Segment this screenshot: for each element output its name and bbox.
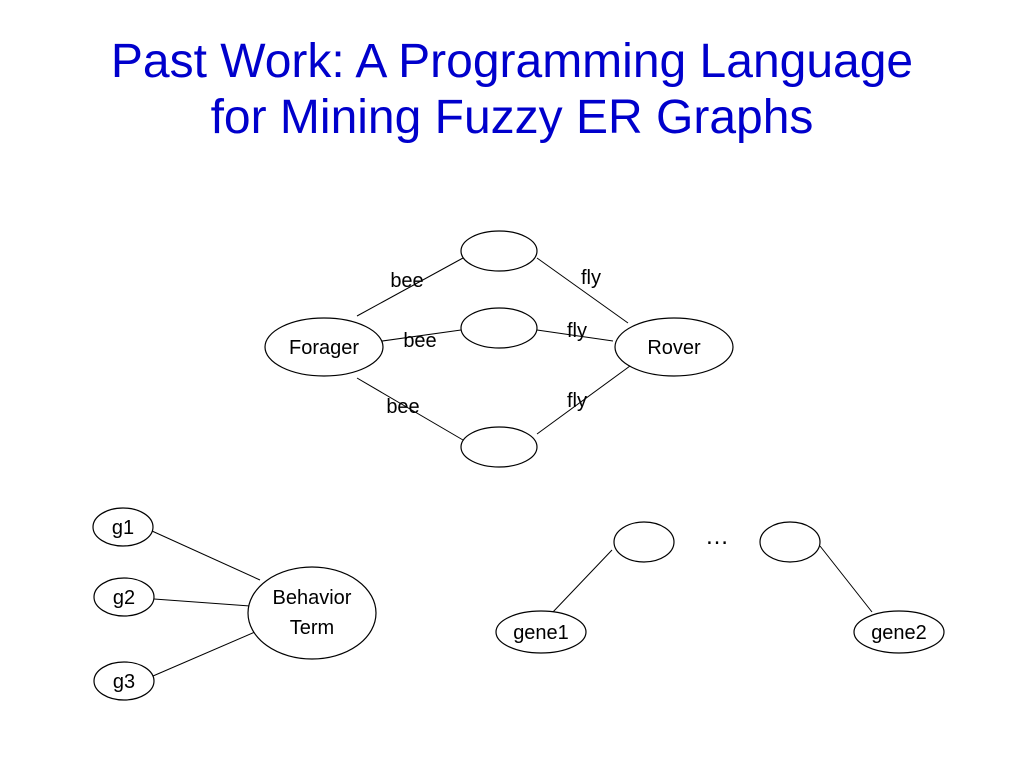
node-g1	[92, 507, 154, 547]
node-rover	[614, 317, 734, 377]
node-behavior-term-label-line2: Term	[290, 617, 334, 639]
title-line-1: Past Work: A Programming Language	[110, 35, 914, 88]
ellipsis-label: …	[705, 523, 729, 550]
edge-g3-behavior	[152, 631, 256, 677]
edge-bottom-rover	[536, 365, 631, 435]
node-top-empty	[460, 230, 538, 272]
node-behavior-term	[247, 566, 377, 660]
slide-title: Past Work: A Programming Language for Mi…	[0, 34, 1024, 146]
edge-g1-behavior	[151, 530, 261, 581]
edge-top-rover	[536, 257, 629, 324]
forager-rover-graph: Forager Rover bee bee bee fly fly fly	[264, 230, 734, 468]
node-g2-label: g2	[113, 587, 135, 609]
edge-label-fly-bottom: fly	[567, 390, 587, 412]
edge-gene1-left	[551, 549, 613, 614]
node-gene1	[495, 610, 587, 654]
edge-label-bee-bottom: bee	[386, 396, 419, 418]
edge-label-bee-mid: bee	[403, 330, 436, 352]
node-rover-label: Rover	[647, 337, 701, 359]
node-gene1-label: gene1	[513, 622, 569, 644]
edge-label-fly-top: fly	[581, 267, 601, 289]
edge-forager-mid	[367, 329, 462, 344]
behavior-term-graph: g1 g2 g3 Behavior Term	[92, 507, 377, 701]
title-line-2: for Mining Fuzzy ER Graphs	[210, 91, 814, 144]
edge-g2-behavior	[153, 598, 251, 607]
node-left-empty	[613, 521, 675, 563]
node-gene2-label: gene2	[871, 622, 927, 644]
edge-label-fly-mid: fly	[567, 320, 587, 342]
node-gene2	[853, 610, 945, 654]
node-mid-empty	[460, 307, 538, 349]
edge-mid-rover	[536, 329, 614, 342]
node-right-empty	[759, 521, 821, 563]
node-g3	[93, 661, 155, 701]
node-forager-label: Forager	[289, 337, 359, 359]
edge-label-bee-top: bee	[390, 270, 423, 292]
node-g2	[93, 577, 155, 617]
node-bottom-empty	[460, 426, 538, 468]
gene-path-graph: … gene1 gene2	[495, 521, 945, 654]
node-forager	[264, 317, 384, 377]
node-g3-label: g3	[113, 671, 135, 693]
node-behavior-term-label-line1: Behavior	[273, 587, 352, 609]
edge-forager-bottom	[356, 377, 464, 441]
node-g1-label: g1	[112, 517, 134, 539]
edge-forager-top	[356, 257, 464, 317]
edge-right-gene2	[819, 545, 873, 613]
